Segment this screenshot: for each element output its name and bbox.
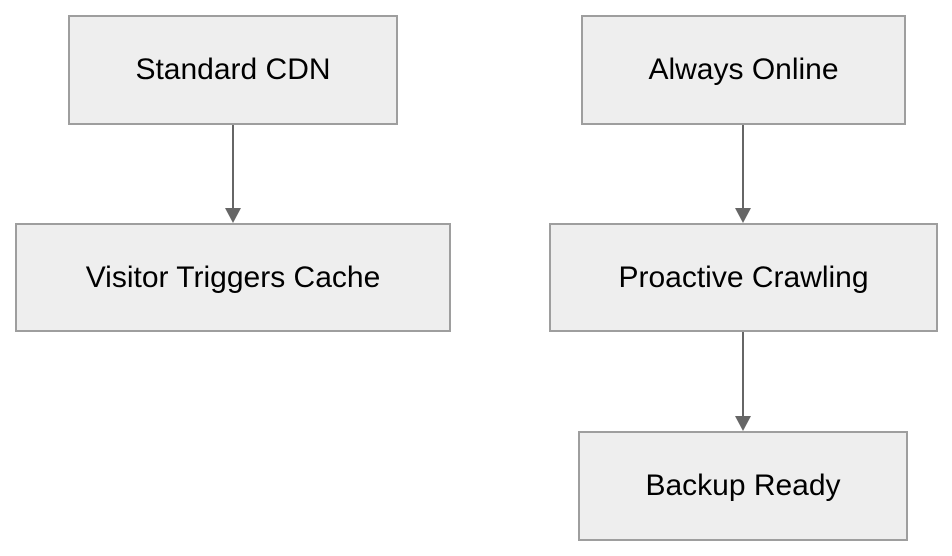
arrowhead-icon [735,208,751,223]
node-standard-cdn: Standard CDN [68,15,398,125]
arrowhead-icon [225,208,241,223]
node-label: Proactive Crawling [618,260,869,294]
node-always-online: Always Online [581,15,906,125]
node-label: Visitor Triggers Cache [85,260,381,294]
node-proactive-crawling: Proactive Crawling [549,223,938,332]
arrowhead-icon [735,416,751,431]
node-label: Always Online [648,53,839,86]
node-visitor-triggers-cache: Visitor Triggers Cache [15,223,451,332]
node-backup-ready: Backup Ready [578,431,908,541]
node-label: Backup Ready [645,469,841,502]
node-label: Standard CDN [135,53,331,86]
